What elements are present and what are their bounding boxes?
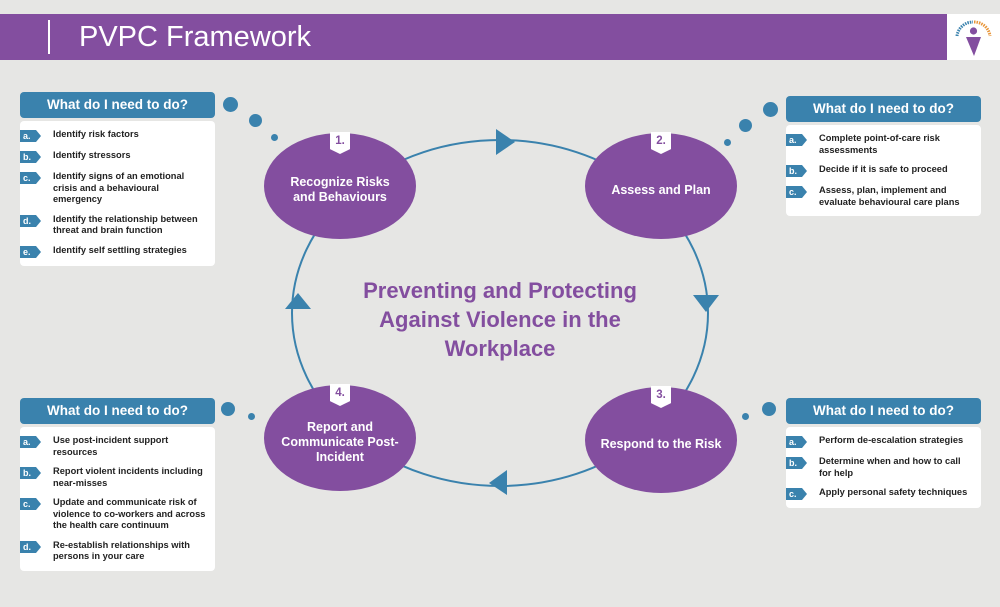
bubble-dot <box>248 413 255 420</box>
panel-body: a. Identify risk factors b. Identify stres… <box>20 121 215 266</box>
page-title: PVPC Framework <box>79 21 312 53</box>
step-number-badge: 3. <box>651 386 671 408</box>
list-item: c. Apply personal safety techniques <box>786 487 975 500</box>
item-tag: d. <box>20 214 41 227</box>
item-text: Determine when and how to call for help <box>819 456 961 478</box>
step-number-badge: 4. <box>330 384 350 406</box>
list-item: c. Assess, plan, implement and evaluate b… <box>786 185 975 208</box>
bubble-dot <box>739 119 752 132</box>
item-tag: a. <box>20 130 41 142</box>
bubble-dot <box>223 97 238 112</box>
item-text: Report violent incidents including near-… <box>53 466 203 488</box>
list-item: b. Decide if it is safe to proceed <box>786 164 975 177</box>
step-node-4: 4. Report and Communicate Post-Incident <box>264 384 416 491</box>
item-text: Complete point-of-care risk assessments <box>819 133 940 155</box>
arrow-up-icon <box>285 293 311 309</box>
item-text: Identify signs of an emotional crisis an… <box>53 171 185 204</box>
item-text: Use post-incident support resources <box>53 435 169 457</box>
bubble-dot <box>249 114 262 127</box>
list-item: a. Complete point-of-care risk assessment… <box>786 133 975 156</box>
item-text: Perform de-escalation strategies <box>819 435 964 445</box>
list-item: b. Report violent incidents including nea… <box>20 466 209 489</box>
item-tag: b. <box>20 151 41 163</box>
action-panel-step-4: What do I need to do? a. Use post-inciden… <box>20 398 215 571</box>
item-text: Decide if it is safe to proceed <box>819 164 948 174</box>
step-node-1: 1. Recognize Risks and Behaviours <box>264 132 416 239</box>
item-tag: a. <box>20 436 41 448</box>
item-tag: c. <box>20 498 41 510</box>
step-label: Respond to the Risk <box>600 436 722 451</box>
step-label: Report and Communicate Post-Incident <box>281 419 399 464</box>
item-tag: c. <box>786 488 807 500</box>
step-label: Recognize Risks and Behaviours <box>290 175 390 204</box>
step-node-2: 2. Assess and Plan <box>585 132 737 239</box>
list-item: b. Determine when and how to call for hel… <box>786 456 975 479</box>
item-text: Assess, plan, implement and evaluate beh… <box>819 185 960 207</box>
item-tag: b. <box>786 457 807 469</box>
action-panel-step-3: What do I need to do? a. Perform de-escal… <box>786 398 981 508</box>
item-text: Identify stressors <box>53 150 131 160</box>
bubble-dot <box>763 102 778 117</box>
action-panel-step-2: What do I need to do? a. Complete point-o… <box>786 96 981 216</box>
item-tag: a. <box>786 436 807 448</box>
step-number-badge: 2. <box>651 132 671 154</box>
item-tag: b. <box>786 165 807 177</box>
panel-body: a. Use post-incident support resources b.… <box>20 427 215 571</box>
item-text: Identify the relationship between threat… <box>53 213 198 236</box>
item-tag: d. <box>20 540 41 553</box>
bubble-dot <box>762 402 776 416</box>
list-item: b. Identify stressors <box>20 150 209 163</box>
item-tag: b. <box>20 467 41 479</box>
item-tag: c. <box>20 172 41 184</box>
arrow-left-icon <box>489 470 507 495</box>
panel-heading: What do I need to do? <box>786 96 981 122</box>
panel-heading: What do I need to do? <box>20 92 215 118</box>
panel-heading: What do I need to do? <box>20 398 215 424</box>
list-item: e. Identify self settling strategies <box>20 245 209 258</box>
arrow-right-icon <box>496 129 515 155</box>
list-item: a. Identify risk factors <box>20 129 209 142</box>
person-icon <box>955 20 992 56</box>
arrow-down-icon <box>693 295 719 312</box>
step-number-badge: 1. <box>330 132 350 154</box>
item-text: Apply personal safety techniques <box>819 487 968 497</box>
item-tag: a. <box>786 134 807 146</box>
panel-body: a. Complete point-of-care risk assessment… <box>786 125 981 216</box>
step-label: Assess and Plan <box>611 182 711 197</box>
list-item: c. Update and communicate risk of violenc… <box>20 497 209 532</box>
bubble-dot <box>742 413 749 420</box>
violence-prevention-logo <box>947 14 1000 60</box>
list-item: d. Re-establish relationships with person… <box>20 540 209 563</box>
bubble-dot <box>271 134 278 141</box>
item-text: Re-establish relationships with persons … <box>53 539 190 562</box>
bubble-dot <box>221 402 235 416</box>
header-divider <box>48 20 50 54</box>
list-item: c. Identify signs of an emotional crisis … <box>20 171 209 206</box>
list-item: d. Identify the relationship between thre… <box>20 214 209 237</box>
item-text: Update and communicate risk of violence … <box>53 497 206 530</box>
item-tag: e. <box>20 245 41 258</box>
panel-heading: What do I need to do? <box>786 398 981 424</box>
bubble-dot <box>724 139 731 146</box>
item-text: Identify risk factors <box>53 129 139 139</box>
item-tag: c. <box>786 186 807 198</box>
header-banner: PVPC Framework <box>0 14 947 60</box>
list-item: a. Perform de-escalation strategies <box>786 435 975 448</box>
step-node-3: 3. Respond to the Risk <box>585 386 737 493</box>
action-panel-step-1: What do I need to do? a. Identify risk fa… <box>20 92 215 266</box>
panel-body: a. Perform de-escalation strategies b. Det… <box>786 427 981 508</box>
item-text: Identify self settling strategies <box>53 244 187 255</box>
list-item: a. Use post-incident support resources <box>20 435 209 458</box>
center-title: Preventing and Protecting Against Violen… <box>363 278 637 361</box>
